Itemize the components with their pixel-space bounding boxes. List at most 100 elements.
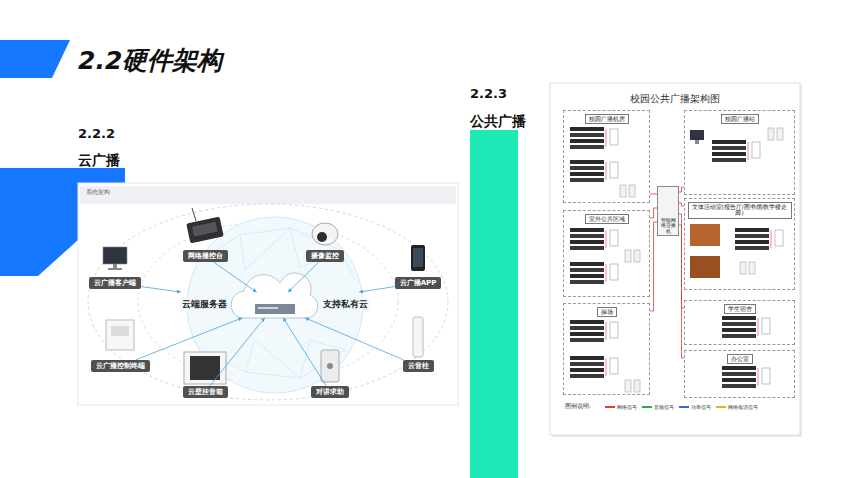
decor-shape <box>570 320 618 342</box>
decor-shape <box>255 304 295 314</box>
connector <box>210 318 265 386</box>
legend-item: 音频信号 <box>642 404 674 410</box>
cloud-server: 云端服务器 支持私有云 <box>180 292 370 318</box>
area-group: 学生宿舍 <box>684 300 795 345</box>
node-text: 支持私有云 <box>321 298 370 312</box>
device-label: 云壁挂音箱 <box>183 386 228 398</box>
decor-shape <box>108 268 122 270</box>
legend-item: 网络电话信号 <box>716 404 758 410</box>
device-label: 云广播控制终端 <box>91 360 150 372</box>
node-text: 云广播控制终端 <box>96 362 145 370</box>
legend-swatch <box>605 406 615 408</box>
legend-text: 功率信号 <box>691 404 711 410</box>
area-group: 室外公共区域 <box>563 210 650 297</box>
node-text: 智能网络交换机 <box>659 218 677 235</box>
decor-shape <box>0 40 70 78</box>
legend-swatch <box>642 406 652 408</box>
illustration-panel: 校园公共广播架构图校园广播机房校园广播站室外公共区域文体活动室(报告厅/图书馆/… <box>550 83 800 435</box>
decor-shape <box>735 228 783 250</box>
connector <box>305 318 403 360</box>
device-label: 对讲求助 <box>311 386 349 398</box>
decor-shape <box>413 248 423 267</box>
node-text: 云广播APP <box>400 279 437 287</box>
slide-title: 2.2硬件架构 <box>78 44 222 77</box>
legend-swatch <box>679 406 689 408</box>
section-label: 云广播 <box>78 152 120 170</box>
decor-shape <box>712 140 760 162</box>
legend-item: 网络信号 <box>605 404 637 410</box>
section-label: 图例说明: <box>565 403 591 410</box>
node-text: 摄像监控 <box>311 252 339 260</box>
decor-shape <box>411 245 425 271</box>
area-group: 校园广播站 <box>684 110 795 195</box>
decor-shape <box>722 316 770 338</box>
decor-shape <box>88 204 448 400</box>
network-switch: 智能网络交换机 <box>657 186 679 236</box>
device-label: 网络播控台 <box>183 250 228 262</box>
legend: 网络信号 音频信号 功率信号网络电话信号 <box>605 404 758 410</box>
decor-shape <box>695 140 699 144</box>
campus-illustration <box>550 83 802 437</box>
decor-shape <box>312 223 338 245</box>
section-label: 2.2.2 <box>78 126 115 141</box>
decor-shape <box>470 130 518 478</box>
node-text: 校园广播站 <box>721 114 759 124</box>
decor-shape <box>321 350 339 382</box>
device-label: 云广播APP <box>395 277 442 289</box>
decor-shape <box>690 224 720 246</box>
area-group: 操场 <box>563 303 650 395</box>
decor-shape <box>317 232 327 242</box>
node-text: 对讲求助 <box>316 388 344 396</box>
legend-text: 网络信号 <box>617 404 637 410</box>
decor-shape <box>625 250 640 262</box>
node-text: 学生宿舍 <box>724 304 756 314</box>
decor-shape <box>768 128 783 140</box>
decor-shape <box>184 352 226 384</box>
legend-item: 功率信号 <box>679 404 711 410</box>
device-label: 摄像监控 <box>306 250 344 262</box>
decor-shape <box>186 217 223 244</box>
section-label: 2.2.3 <box>470 86 507 101</box>
decor-shape <box>190 356 220 380</box>
decor-shape <box>722 366 770 388</box>
illustration-panel: 系统架构网络播控台 摄像监控云广播客户端 云广播APP 云广播控制终端 云音柱云壁挂音箱… <box>78 183 458 405</box>
connector <box>650 208 657 218</box>
slide-shapes <box>0 40 518 478</box>
decor-shape <box>413 317 423 357</box>
decor-shape <box>231 273 318 318</box>
decor-shape <box>690 130 704 140</box>
area-group: 办公室 <box>684 350 795 398</box>
decor-shape <box>550 83 800 435</box>
legend-text: 音频信号 <box>654 404 674 410</box>
node-text: 云广播客户端 <box>94 279 136 287</box>
decor-shape <box>570 127 618 149</box>
node-text: 办公室 <box>727 354 753 364</box>
device-label: 云广播客户端 <box>89 277 141 289</box>
legend-swatch <box>716 406 726 408</box>
section-label: 公共广播 <box>470 113 526 131</box>
node-text: 室外公共区域 <box>585 214 629 224</box>
decor-shape <box>620 185 635 197</box>
decor-shape <box>113 264 117 268</box>
connector <box>136 318 242 360</box>
decor-shape <box>192 222 218 237</box>
node-text: 校园公共广播架构图 <box>550 92 800 106</box>
decor-shape <box>570 356 618 378</box>
node-text: 云端服务器 <box>180 298 229 312</box>
connector <box>359 287 394 292</box>
node-text: 系统架构 <box>86 188 110 197</box>
node-text: 文体活动室(报告厅/图书馆/教学楼走廊) <box>688 202 792 219</box>
decor-shape <box>740 262 755 274</box>
decor-shape <box>106 320 134 350</box>
decor-shape <box>111 326 129 336</box>
decor-shape <box>80 186 456 204</box>
connector <box>288 262 318 292</box>
decor-shape <box>570 228 618 250</box>
node-text: 云音柱 <box>408 362 429 370</box>
decor-shape <box>570 262 618 284</box>
device-label: 云音柱 <box>403 360 434 372</box>
decor-shape <box>78 183 458 405</box>
node-text: 云壁挂音箱 <box>188 388 223 396</box>
connector <box>283 318 326 386</box>
